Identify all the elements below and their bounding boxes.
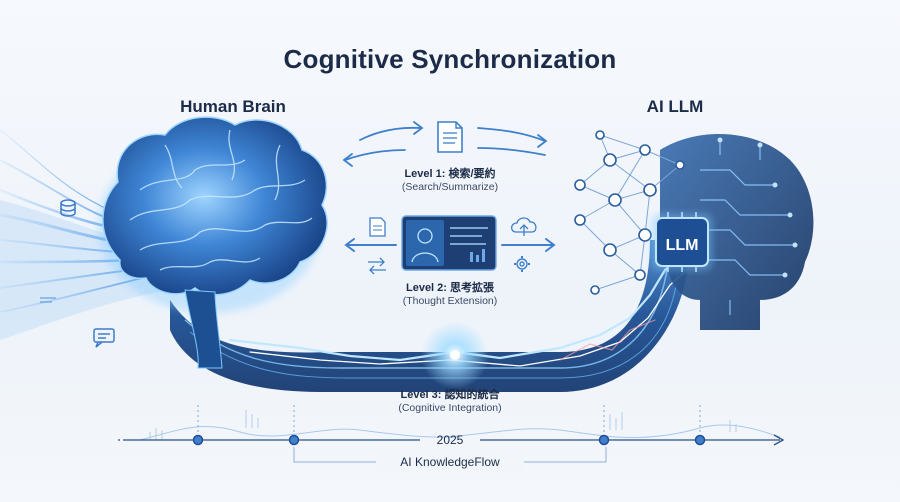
gear-icon xyxy=(514,256,530,272)
timeline-caption: AI KnowledgeFlow xyxy=(400,455,500,469)
timeline-year: 2025 xyxy=(436,433,464,447)
left-stream-band xyxy=(0,200,170,340)
level-1-title: Level 1: 検索/要約 xyxy=(404,168,496,180)
ai-llm-label: AI LLM xyxy=(646,97,704,116)
neural-network-icon xyxy=(574,130,685,295)
circuit-icon xyxy=(660,133,814,330)
level-2-subtitle: (Thought Extension) xyxy=(402,295,498,307)
level2-arrows xyxy=(344,238,556,252)
level1-arrows xyxy=(342,121,548,167)
center-spark xyxy=(450,350,460,360)
level-1-subtitle: (Search/Summarize) xyxy=(401,181,499,193)
human-brain-label: Human Brain xyxy=(180,97,286,116)
llm-chip xyxy=(652,212,712,272)
left-text-glyphs xyxy=(40,297,56,303)
level-2-title: Level 2: 思考拡張 xyxy=(405,282,495,294)
document-small-icon xyxy=(369,217,386,237)
transfer-icon xyxy=(368,257,386,275)
profile-screen-icon xyxy=(401,215,497,271)
database-icon xyxy=(60,199,76,217)
left-data-streams xyxy=(0,129,171,313)
cloud-upload-icon xyxy=(510,217,537,236)
document-icon xyxy=(437,121,463,153)
llm-chip-label: LLM xyxy=(666,237,699,254)
level-3-title: Level 3: 認知的統合 xyxy=(400,389,500,401)
caption-backdrop xyxy=(376,452,524,472)
brain-icon xyxy=(98,116,328,369)
page-title: Cognitive Synchronization xyxy=(283,44,617,74)
chat-bubble-icon xyxy=(93,328,115,348)
level-3-subtitle: (Cognitive Integration) xyxy=(398,402,502,414)
